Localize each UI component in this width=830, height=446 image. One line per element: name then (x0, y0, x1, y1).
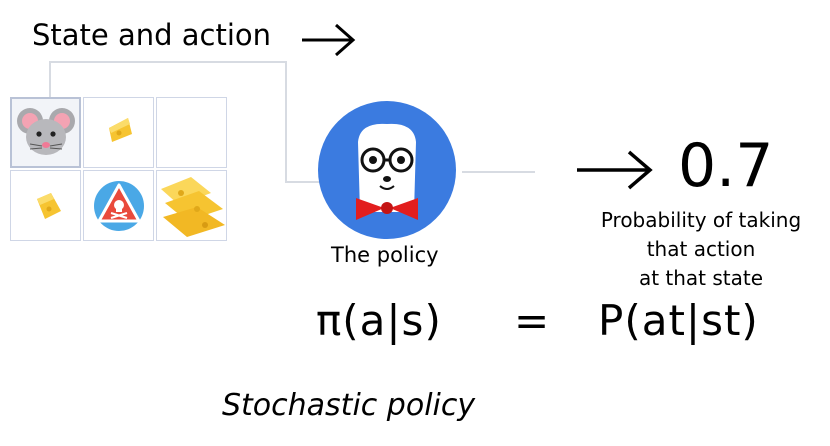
diagram-caption: Stochastic policy (222, 388, 476, 423)
cheese-icon (109, 118, 132, 142)
policy-icon (318, 101, 456, 239)
mouse-icon (17, 108, 75, 155)
cheese-icon (37, 193, 61, 219)
arrow-right-icon (577, 150, 653, 190)
grid-cell-empty (156, 97, 227, 168)
probability-description: Probability of taking that action at tha… (586, 206, 816, 293)
probability-description-line: at that state (638, 266, 764, 290)
equation-right: P(at|st) (598, 296, 759, 345)
grid-cell-poison (83, 170, 154, 241)
big-cheese-icon (161, 177, 225, 237)
policy-label: The policy (331, 243, 439, 267)
probability-value: 0.7 (678, 131, 774, 201)
grid-cell-cheese (10, 170, 81, 241)
equation-equals: = (514, 296, 550, 345)
probability-description-line: Probability of taking (600, 208, 802, 232)
grid-cell-big-cheese (156, 170, 227, 241)
grid-cell-mouse (10, 97, 81, 168)
arrow-right-icon (302, 23, 356, 57)
poison-icon (94, 181, 144, 231)
probability-description-line: that action (646, 237, 756, 261)
equation-left: π(a|s) (316, 296, 442, 345)
state-and-action-label: State and action (32, 18, 272, 52)
grid-world (10, 97, 229, 243)
grid-cell-cheese (83, 97, 154, 168)
